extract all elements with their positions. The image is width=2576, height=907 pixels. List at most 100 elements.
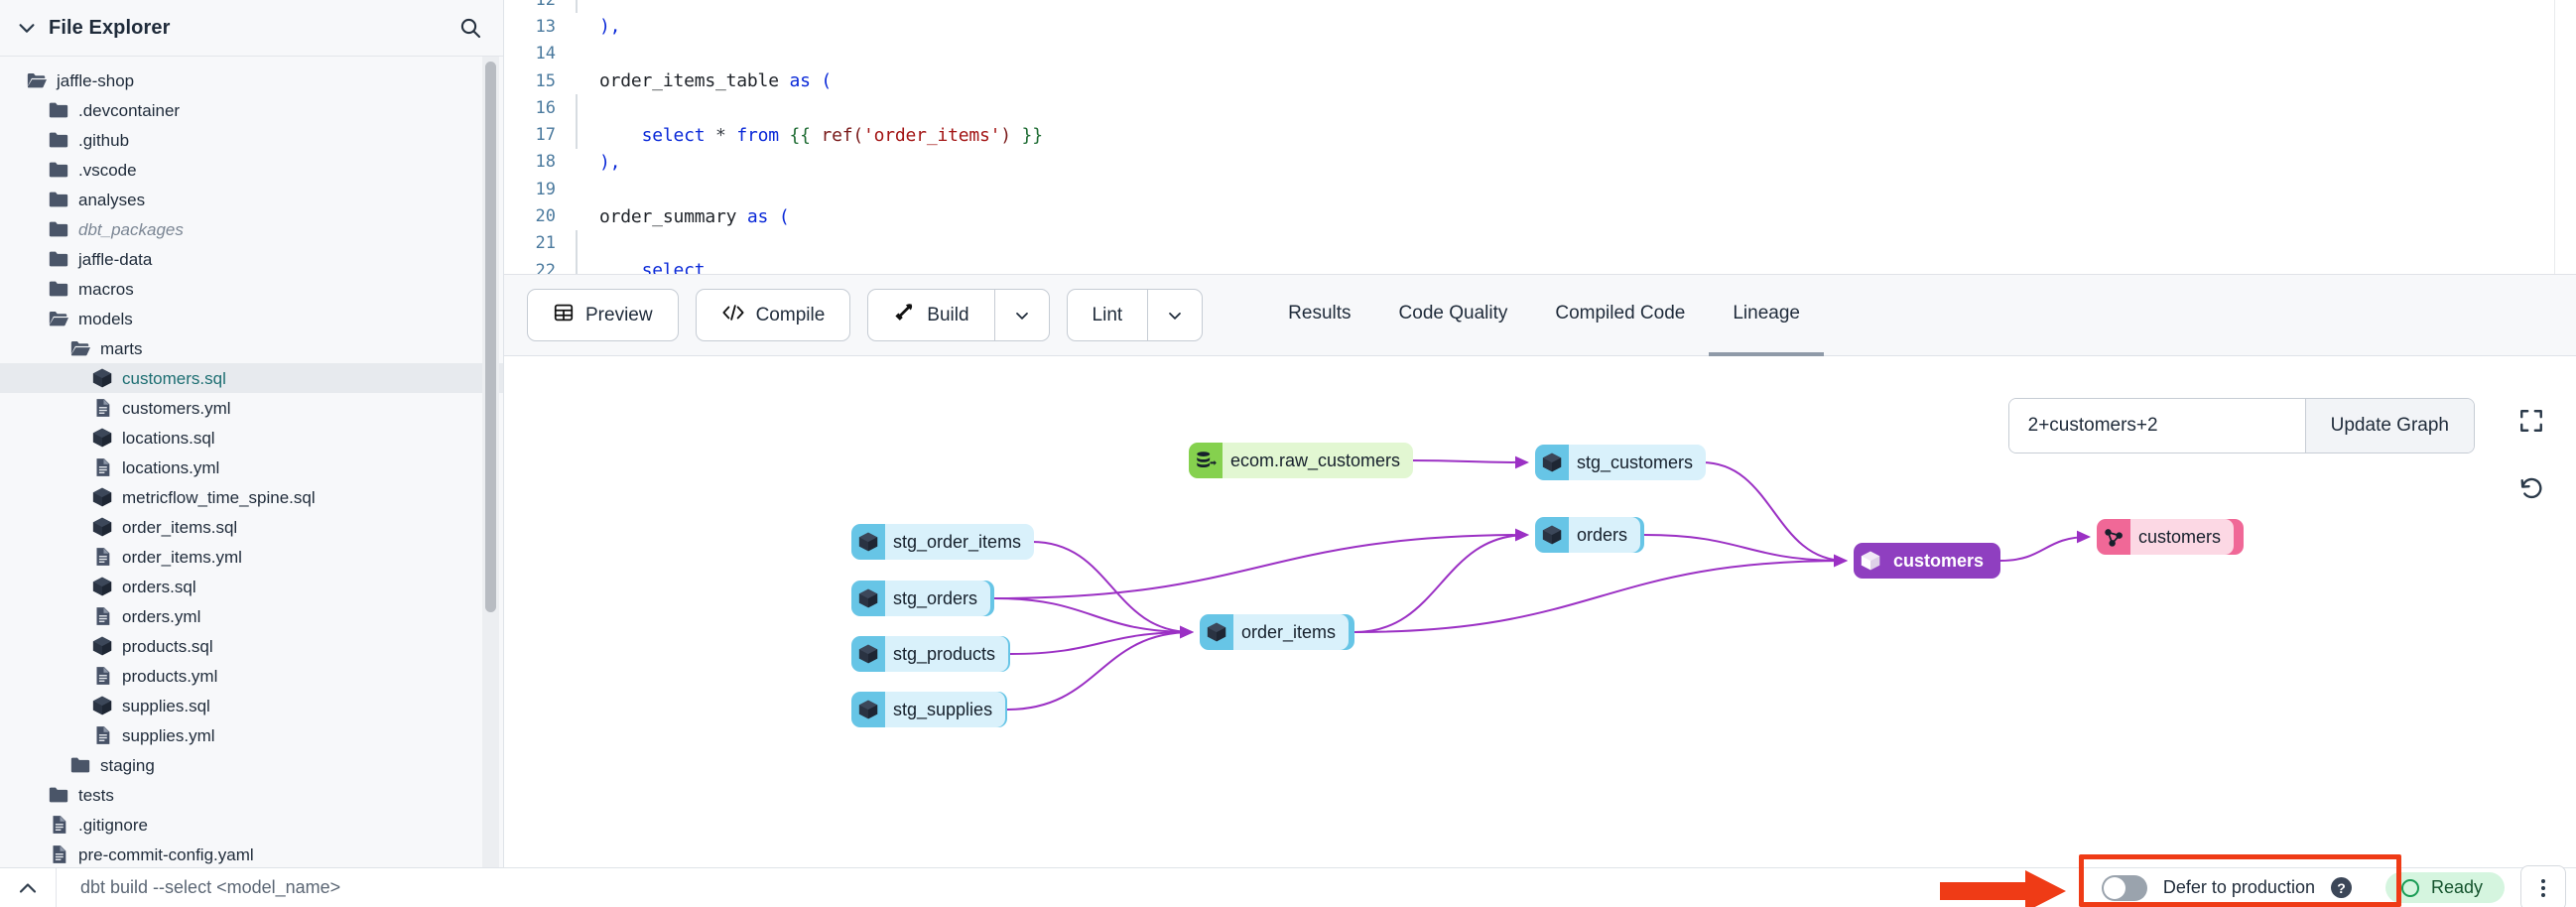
- command-hint-text[interactable]: dbt build --select <model_name>: [56, 868, 364, 907]
- file-tree-file[interactable]: supplies.yml: [0, 720, 503, 750]
- file-tree-file[interactable]: .vscode: [0, 155, 503, 185]
- build-dropdown-chevron-down-icon[interactable]: [993, 289, 1050, 341]
- file-tree-file[interactable]: pre-commit-config.yaml: [0, 840, 503, 867]
- file-tree-folder[interactable]: jaffle-shop: [0, 65, 503, 95]
- lineage-edge: [1006, 625, 1194, 711]
- model-cube-icon: [91, 695, 113, 716]
- lineage-edge: [1009, 625, 1194, 655]
- sidebar-scrollbar-thumb[interactable]: [485, 62, 496, 612]
- file-tree-label: orders.sql: [122, 577, 196, 596]
- file-tree-label: supplies.sql: [122, 696, 210, 715]
- file-tree-file[interactable]: customers.yml: [0, 393, 503, 423]
- compile-button[interactable]: Compile: [695, 289, 851, 341]
- build-button-label: Build: [927, 304, 969, 325]
- lineage-node-stg_order_items[interactable]: stg_order_items: [851, 524, 1035, 560]
- file-tree-file[interactable]: order_items.yml: [0, 542, 503, 572]
- lineage-node-order_items[interactable]: order_items: [1200, 614, 1354, 650]
- status-badge-label: Ready: [2430, 877, 2483, 897]
- file-tree-file[interactable]: locations.yml: [0, 453, 503, 482]
- indent-guide: [576, 0, 578, 14]
- file-tree-file[interactable]: .devcontainer: [0, 95, 503, 125]
- file-tree-file[interactable]: order_items.sql: [0, 512, 503, 542]
- code-line: 22 select: [504, 256, 2576, 275]
- tab-results[interactable]: Results: [1288, 302, 1352, 324]
- defer-to-production-label: Defer to production: [2162, 877, 2315, 897]
- code-line: 21: [504, 229, 2576, 257]
- file-tree-file[interactable]: products.sql: [0, 631, 503, 661]
- file-tree[interactable]: jaffle-shop.devcontainer.github.vscode an…: [0, 57, 503, 867]
- search-icon[interactable]: [455, 13, 485, 43]
- file-tree-file[interactable]: orders.yml: [0, 601, 503, 631]
- file-tree-label: jaffle-data: [78, 249, 153, 269]
- expand-fullscreen-icon[interactable]: [2509, 398, 2554, 444]
- chevron-down-icon[interactable]: [14, 15, 40, 41]
- file-tree-folder[interactable]: dbt_packages: [0, 214, 503, 244]
- lint-button-label: Lint: [1092, 304, 1123, 325]
- file-tree-folder[interactable]: tests: [0, 780, 503, 810]
- indent-guide: [576, 41, 578, 67]
- lint-button[interactable]: Lint: [1066, 289, 1148, 341]
- reset-arrow-icon[interactable]: [2509, 465, 2554, 511]
- lineage-edge: [1701, 461, 1848, 568]
- file-tree-label: pre-commit-config.yaml: [78, 844, 254, 864]
- lineage-node-ecom_raw_customers[interactable]: ecom.raw_customers: [1189, 443, 1414, 478]
- update-graph-button[interactable]: Update Graph: [2304, 399, 2474, 453]
- chevron-up-icon[interactable]: [0, 876, 56, 900]
- graph-selector-input[interactable]: [2008, 399, 2305, 453]
- lineage-node-stg_supplies[interactable]: stg_supplies: [851, 692, 1007, 727]
- preview-button[interactable]: Preview: [527, 289, 679, 341]
- build-button[interactable]: Build: [867, 289, 994, 341]
- file-tree-file[interactable]: products.yml: [0, 661, 503, 691]
- more-vertical-icon[interactable]: [2520, 864, 2566, 907]
- file-tree-folder[interactable]: jaffle-data: [0, 244, 503, 274]
- graph-selector-controls: Update Graph: [2007, 398, 2475, 454]
- file-tree-file[interactable]: locations.sql: [0, 423, 503, 453]
- line-number: 20: [535, 206, 556, 227]
- lineage-node-stg_products[interactable]: stg_products: [851, 636, 1010, 672]
- page-title: File Explorer: [49, 16, 171, 39]
- file-tree-folder[interactable]: marts: [0, 333, 503, 363]
- code-text: select * from {{ ref('order_items') }}: [641, 124, 1043, 146]
- file-tree-file[interactable]: .github: [0, 125, 503, 155]
- editor-toolbar: Preview Compile Build: [504, 275, 2576, 356]
- bottom-bar-right: Defer to production ? Ready: [2084, 864, 2576, 907]
- lineage-node-stg_customers[interactable]: stg_customers: [1535, 445, 1707, 480]
- model-cube-icon: [1200, 614, 1233, 650]
- file-tree-file[interactable]: .gitignore: [0, 810, 503, 840]
- bottom-bar-left: dbt build --select <model_name>: [0, 868, 364, 907]
- lineage-edge: [1643, 534, 1848, 568]
- file-tree-file[interactable]: orders.sql: [0, 572, 503, 601]
- lineage-node-orders[interactable]: orders: [1535, 517, 1644, 553]
- lineage-edge: [1031, 541, 1194, 639]
- file-tree-file[interactable]: supplies.sql: [0, 691, 503, 720]
- file-tree-folder[interactable]: models: [0, 304, 503, 333]
- folder-icon: [48, 189, 69, 210]
- lineage-node-customers_exposure[interactable]: customers: [2097, 519, 2244, 555]
- folder-open-icon: [48, 308, 69, 329]
- preview-button-label: Preview: [585, 304, 653, 325]
- file-tree-folder[interactable]: analyses: [0, 185, 503, 214]
- lineage-node-stg_orders[interactable]: stg_orders: [851, 581, 994, 616]
- file-tree-label: staging: [100, 755, 155, 775]
- file-tree-label: analyses: [78, 190, 146, 209]
- help-question-icon[interactable]: ?: [2330, 877, 2352, 898]
- top-region: File Explorer jaffle-shop.devcontainer.g…: [0, 0, 2576, 867]
- tab-lineage[interactable]: Lineage: [1709, 275, 1824, 356]
- file-tree-file[interactable]: metricflow_time_spine.sql: [0, 482, 503, 512]
- editor-scroll-track[interactable]: [2554, 0, 2576, 274]
- defer-to-production-toggle[interactable]: [2101, 874, 2147, 901]
- tab-code-quality[interactable]: Code Quality: [1398, 302, 1508, 324]
- tab-compiled-code[interactable]: Compiled Code: [1555, 302, 1686, 324]
- file-tree-label: tests: [78, 785, 114, 805]
- lint-dropdown-chevron-down-icon[interactable]: [1147, 289, 1204, 341]
- lineage-graph-panel[interactable]: ecom.raw_customers stg_customers stg_order…: [504, 356, 2576, 867]
- model-cube-icon: [1535, 517, 1569, 553]
- file-tree-folder[interactable]: macros: [0, 274, 503, 304]
- file-tree-file[interactable]: customers.sql: [0, 363, 503, 393]
- line-number: 22: [535, 260, 556, 275]
- lineage-node-customers_current[interactable]: customers: [1854, 543, 2000, 579]
- yaml-file-icon: [91, 397, 113, 419]
- file-tree-folder[interactable]: staging: [0, 750, 503, 780]
